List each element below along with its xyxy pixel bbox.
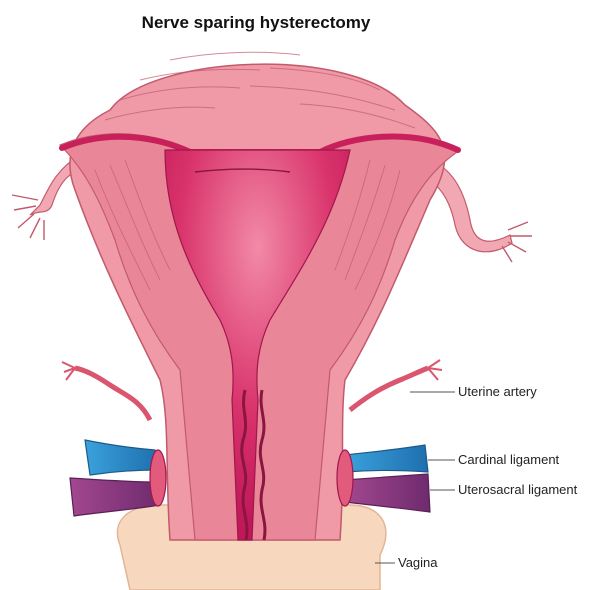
label-vagina: Vagina [398, 555, 438, 570]
label-cardinal-ligament: Cardinal ligament [458, 452, 560, 467]
left-artery-branches [62, 362, 75, 380]
left-fimbriae [12, 195, 44, 240]
right-uterine-artery [350, 368, 428, 410]
left-cardinal-ligament [85, 440, 158, 475]
right-artery-branches [428, 360, 442, 380]
left-cut-edge [150, 450, 166, 506]
right-cardinal-ligament [345, 445, 428, 472]
label-uterine-artery: Uterine artery [458, 384, 537, 399]
right-cut-edge [337, 450, 353, 506]
left-uterine-artery [75, 368, 150, 420]
label-uterosacral-ligament: Uterosacral ligament [458, 482, 578, 497]
